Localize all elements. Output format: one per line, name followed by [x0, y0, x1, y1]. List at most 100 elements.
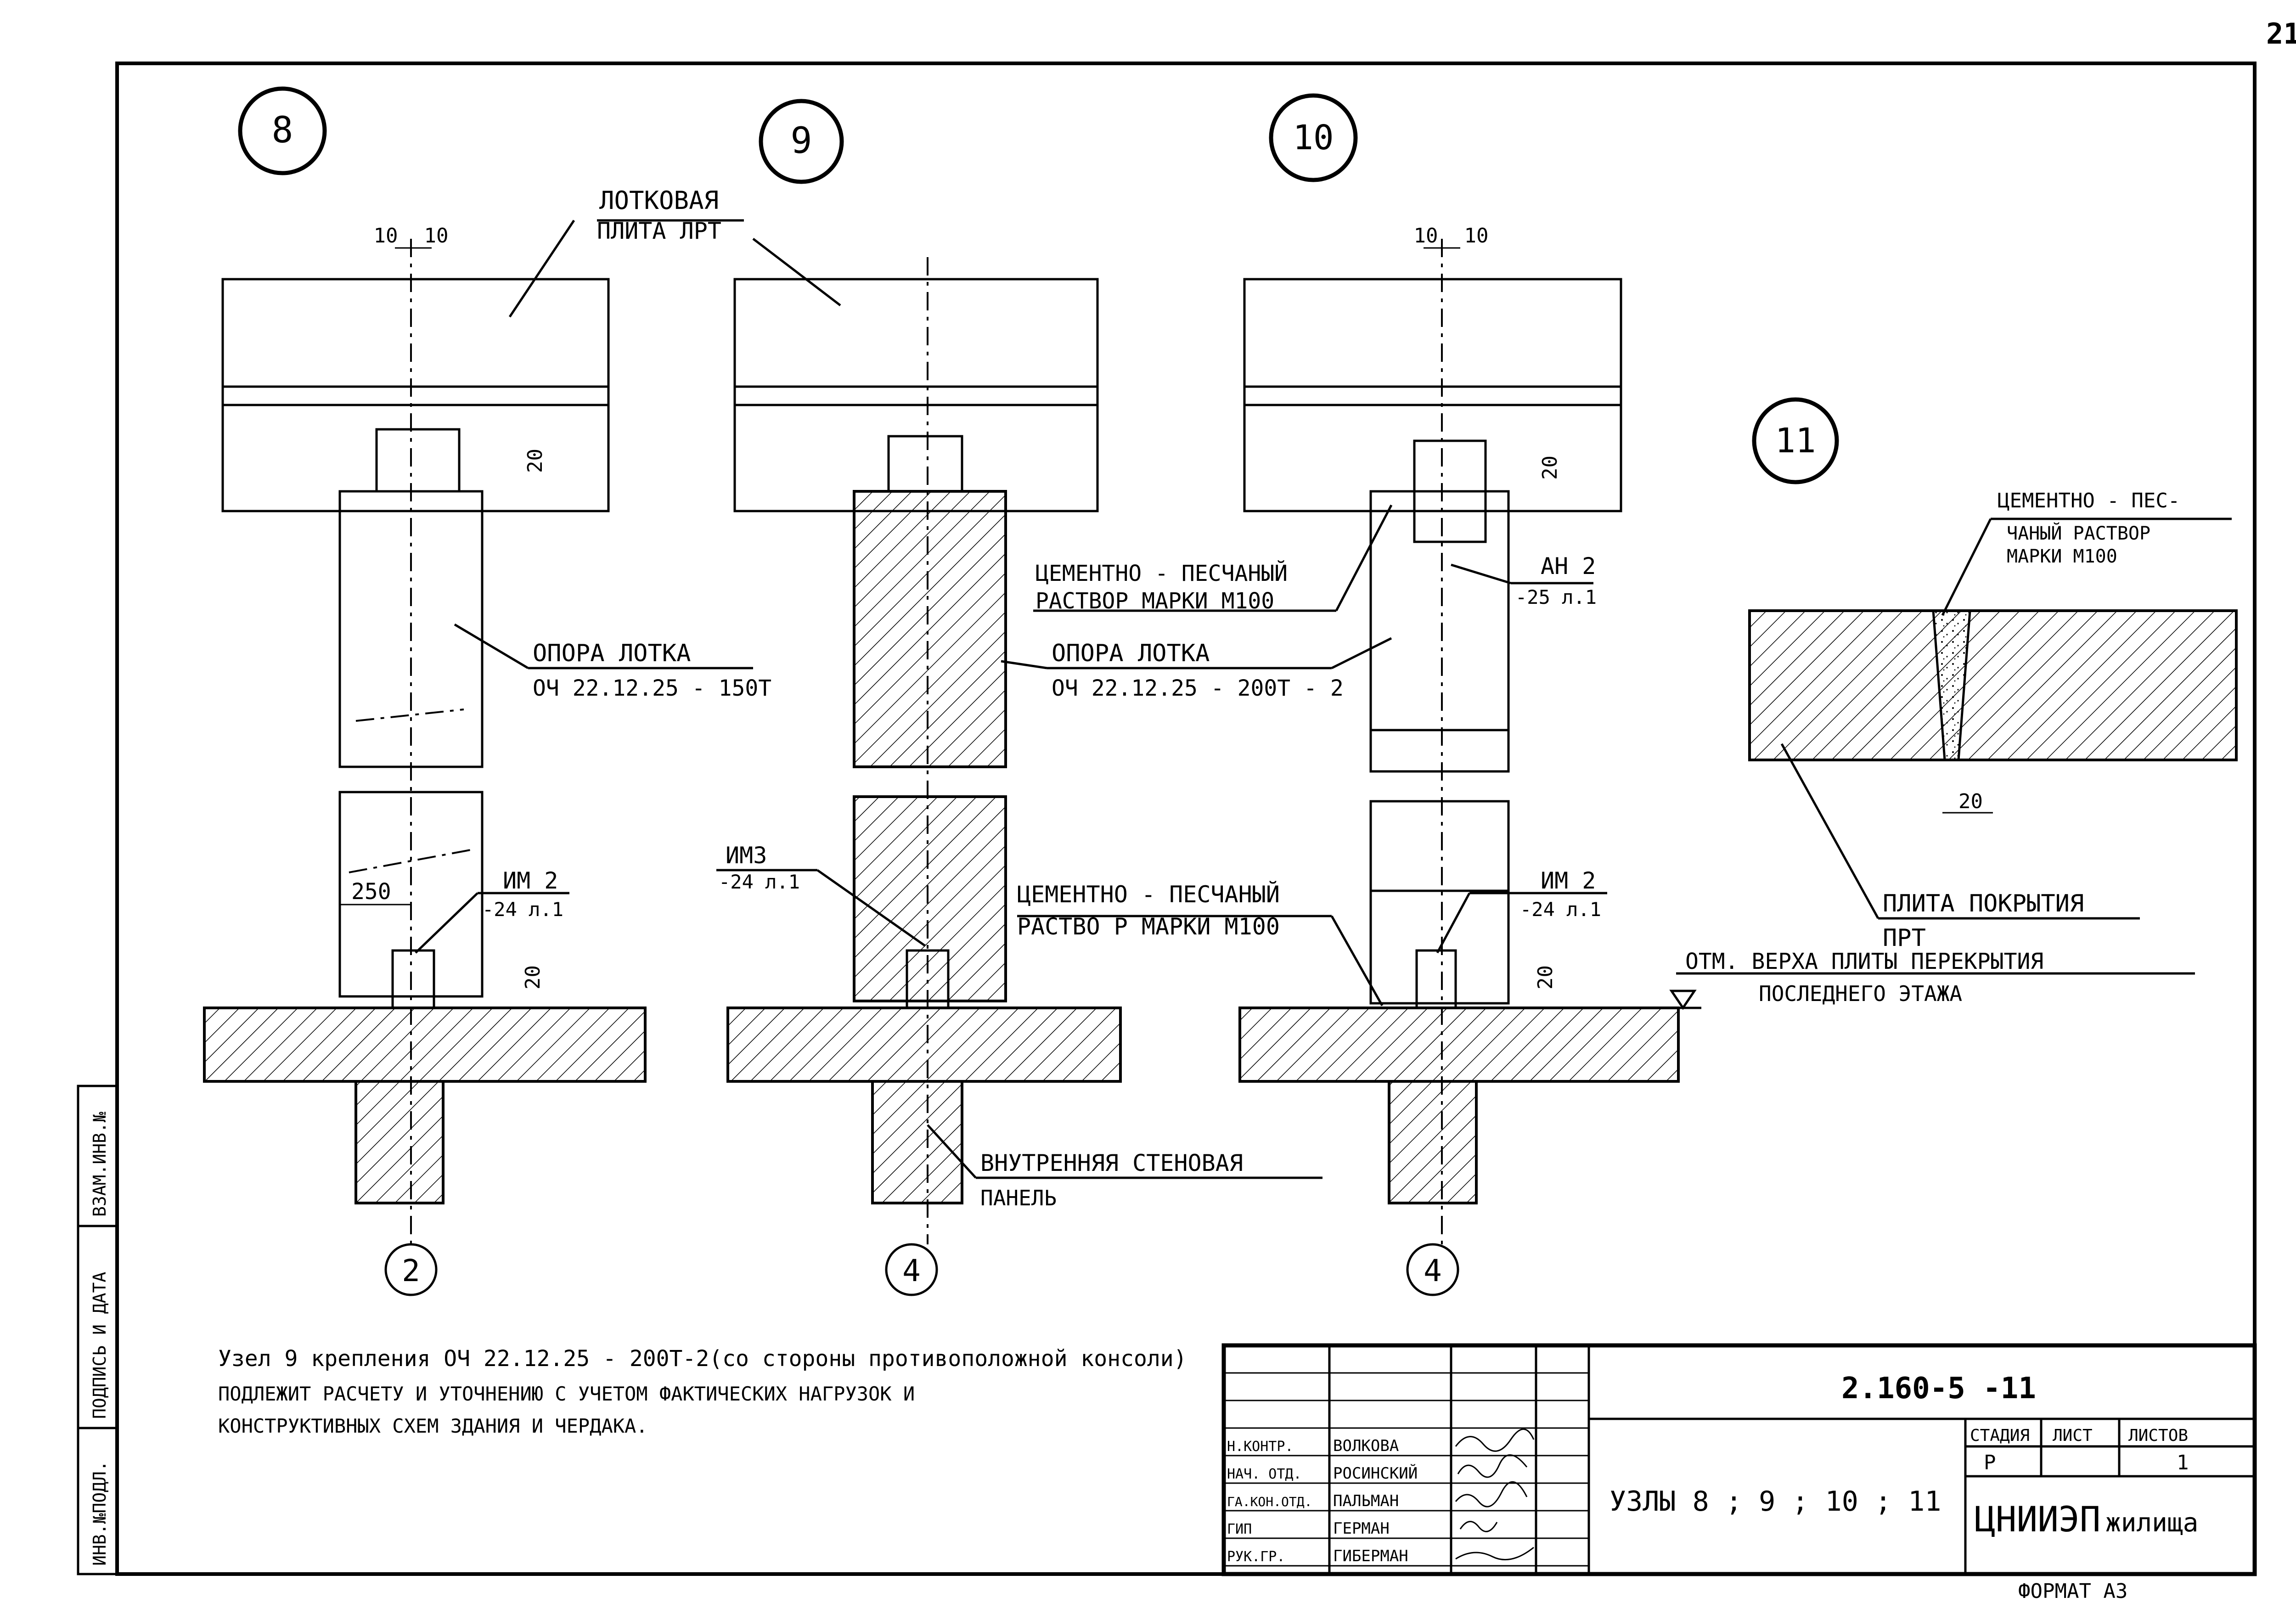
node-9-number: 9: [791, 120, 812, 162]
node-9-marker: [759, 99, 844, 184]
dim-10-b: 10: [424, 224, 449, 247]
dim-250: 250: [351, 879, 391, 905]
level-label-1: ОТМ. ВЕРХА ПЛИТЫ ПЕРЕКРЫТИЯ: [1685, 949, 2043, 974]
signatures: [1455, 1428, 1535, 1561]
node-8-marker: [238, 86, 327, 175]
doc-code: 2.160-5 -11: [1841, 1372, 2036, 1406]
mortar-joint-11: [1932, 609, 1971, 761]
axis-4-left-label: 4: [902, 1253, 921, 1288]
dim-20-n10-bot: 20: [1534, 965, 1557, 990]
im2a-label-2: -24 л.1: [482, 898, 563, 921]
roof-slab-11: [1748, 609, 2238, 761]
tray-slab-8: [221, 278, 610, 512]
role-2: НАЧ. ОТД.: [1227, 1466, 1302, 1482]
format-label: ФОРМАТ А3: [2018, 1580, 2127, 1603]
node-8-number: 8: [272, 110, 293, 151]
tray-slab-label-1: ЛОТКОВАЯ: [599, 186, 719, 215]
leader-lines: [415, 219, 2232, 1179]
signature-rows: Н.КОНТР. ВОЛКОВА НАЧ. ОТД. РОСИНСКИЙ ГА.…: [1227, 1437, 1418, 1565]
role-5: РУК.ГР.: [1227, 1549, 1285, 1565]
an2-label-2: -25 л.1: [1515, 586, 1597, 608]
sheet-frame: [115, 62, 2257, 1576]
im2a-label-1: ИМ 2: [503, 867, 558, 894]
stamp-cell-2: ПОДПИСЬ И ДАТА: [90, 1272, 110, 1419]
stage-header: СТАДИЯ: [1970, 1426, 2030, 1445]
name-2: РОСИНСКИЙ: [1333, 1464, 1418, 1483]
axis-4-right-label: 4: [1424, 1253, 1442, 1288]
axis-2-marker: [384, 1243, 438, 1296]
title-block: 2.160-5 -11 УЗЛЫ 8 ; 9 ; 10 ; 11 СТАДИЯ …: [1221, 1343, 2257, 1603]
page-number: 21: [2266, 17, 2296, 51]
axis-4-right-marker: [1406, 1243, 1459, 1296]
mortar-c-label-2: ЧАНЫЙ РАСТВОР: [2007, 522, 2150, 544]
mortar-b-label-2: РАСТВО Р МАРКИ М100: [1017, 913, 1280, 940]
stamp-cell-3: ВЗАМ.ИНВ.№: [90, 1112, 110, 1217]
floor-slab-9: [726, 1007, 1122, 1083]
node-11-marker: [1752, 397, 1839, 484]
name-1: ВОЛКОВА: [1333, 1437, 1399, 1455]
support-b-label-1: ОПОРА ЛОТКА: [1052, 640, 1210, 667]
mortar-a-label-1: ЦЕМЕНТНО - ПЕСЧАНЫЙ: [1035, 560, 1288, 586]
mortar-b-label-1: ЦЕМЕНТНО - ПЕСЧАНЫЙ: [1017, 881, 1280, 908]
tray-support-10: [1369, 490, 1510, 773]
name-5: ГИБЕРМАН: [1333, 1547, 1408, 1565]
node-10-number: 10: [1293, 118, 1334, 157]
tray-slab-label-2: ПЛИТА ЛРТ: [597, 218, 721, 244]
dim-20-n8-bot: 20: [521, 965, 545, 990]
support-b-label-2: ОЧ 22.12.25 - 200Т - 2: [1052, 675, 1344, 701]
inner-wall-label-2: ПАНЕЛЬ: [980, 1186, 1057, 1210]
mortar-c-label-1: ЦЕМЕНТНО - ПЕС-: [1998, 489, 2180, 512]
inner-wall-label-1: ВНУТРЕННЯЯ СТЕНОВАЯ: [980, 1150, 1243, 1176]
name-3: ПАЛЬМАН: [1333, 1492, 1399, 1510]
dim-20-n10-top: 20: [1538, 456, 1562, 480]
support-a-label-1: ОПОРА ЛОТКА: [533, 640, 691, 667]
roof-slab-label-2: ПРТ: [1883, 924, 1926, 952]
mortar-a-label-2: РАСТВОР МАРКИ М100: [1035, 588, 1274, 614]
dim-10-a: 10: [374, 224, 398, 247]
side-stamp: ИНВ.№ПОДЛ. ПОДПИСЬ И ДАТА ВЗАМ.ИНВ.№: [77, 1085, 118, 1575]
floor-slab-10: [1238, 1007, 1680, 1083]
node-11-number: 11: [1775, 421, 1816, 461]
roof-slab-label-1: ПЛИТА ПОКРЫТИЯ: [1883, 890, 2084, 917]
name-4: ГЕРМАН: [1333, 1519, 1390, 1538]
level-label-2: ПОСЛЕДНЕГО ЭТАЖА: [1759, 981, 1962, 1006]
dim-10-c: 10: [1414, 224, 1438, 247]
tray-support-9: [853, 490, 1007, 768]
axis-4-left-marker: [885, 1243, 938, 1296]
drawing-title: УЗЛЫ 8 ; 9 ; 10 ; 11: [1609, 1485, 1941, 1518]
node-10-marker: [1269, 93, 1358, 182]
labels: ЛОТКОВАЯ ПЛИТА ЛРТ ОПОРА ЛОТКА ОЧ 22.12.…: [482, 186, 2180, 1210]
an2-label-1: АН 2: [1541, 553, 1596, 579]
node-10: 10 4 10 10 20 20: [1238, 93, 1680, 1296]
tray-slab-9: [733, 278, 1099, 512]
im3-label-1: ИМ3: [726, 842, 767, 869]
node-11: 11 20: [1748, 397, 2238, 814]
mortar-c-label-3: МАРКИ М100: [2007, 546, 2117, 567]
axis-2-label: 2: [402, 1253, 420, 1288]
support-a-label-2: ОЧ 22.12.25 - 150Т: [533, 675, 771, 701]
sheets-value: 1: [2177, 1451, 2189, 1474]
tray-slab-10: [1243, 278, 1622, 512]
role-1: Н.КОНТР.: [1227, 1439, 1294, 1455]
node-9: 9 4: [726, 99, 1122, 1296]
floor-slab-8: [203, 1007, 647, 1083]
stamp-cell-1: ИНВ.№ПОДЛ.: [90, 1461, 110, 1566]
org-suffix: жилища: [2105, 1508, 2198, 1538]
dim-20-n11: 20: [1958, 790, 1983, 813]
im3-label-2: -24 л.1: [719, 871, 800, 893]
dim-10-d: 10: [1464, 224, 1489, 247]
im2b-label-1: ИМ 2: [1541, 867, 1596, 894]
role-4: ГИП: [1227, 1521, 1252, 1537]
dim-20-n8-top: 20: [523, 449, 547, 473]
sheets-header: ЛИСТОВ: [2128, 1426, 2188, 1445]
note-line-2: ПОДЛЕЖИТ РАСЧЕТУ И УТОЧНЕНИЮ С УЧЕТОМ ФА…: [218, 1383, 915, 1405]
sheet-header: ЛИСТ: [2053, 1426, 2093, 1445]
note-line-1: Узел 9 крепления ОЧ 22.12.25 - 200Т-2(со…: [218, 1346, 1187, 1372]
im2b-label-2: -24 л.1: [1520, 898, 1601, 921]
note-line-3: КОНСТРУКТИВНЫХ СХЕМ ЗДАНИЯ И ЧЕРДАКА.: [218, 1415, 648, 1437]
org-name: ЦНИИЭП: [1975, 1499, 2101, 1540]
role-3: ГА.КОН.ОТД.: [1227, 1494, 1312, 1509]
general-note: Узел 9 крепления ОЧ 22.12.25 - 200Т-2(со…: [218, 1346, 1187, 1437]
stage-value: Р: [1984, 1451, 1996, 1474]
